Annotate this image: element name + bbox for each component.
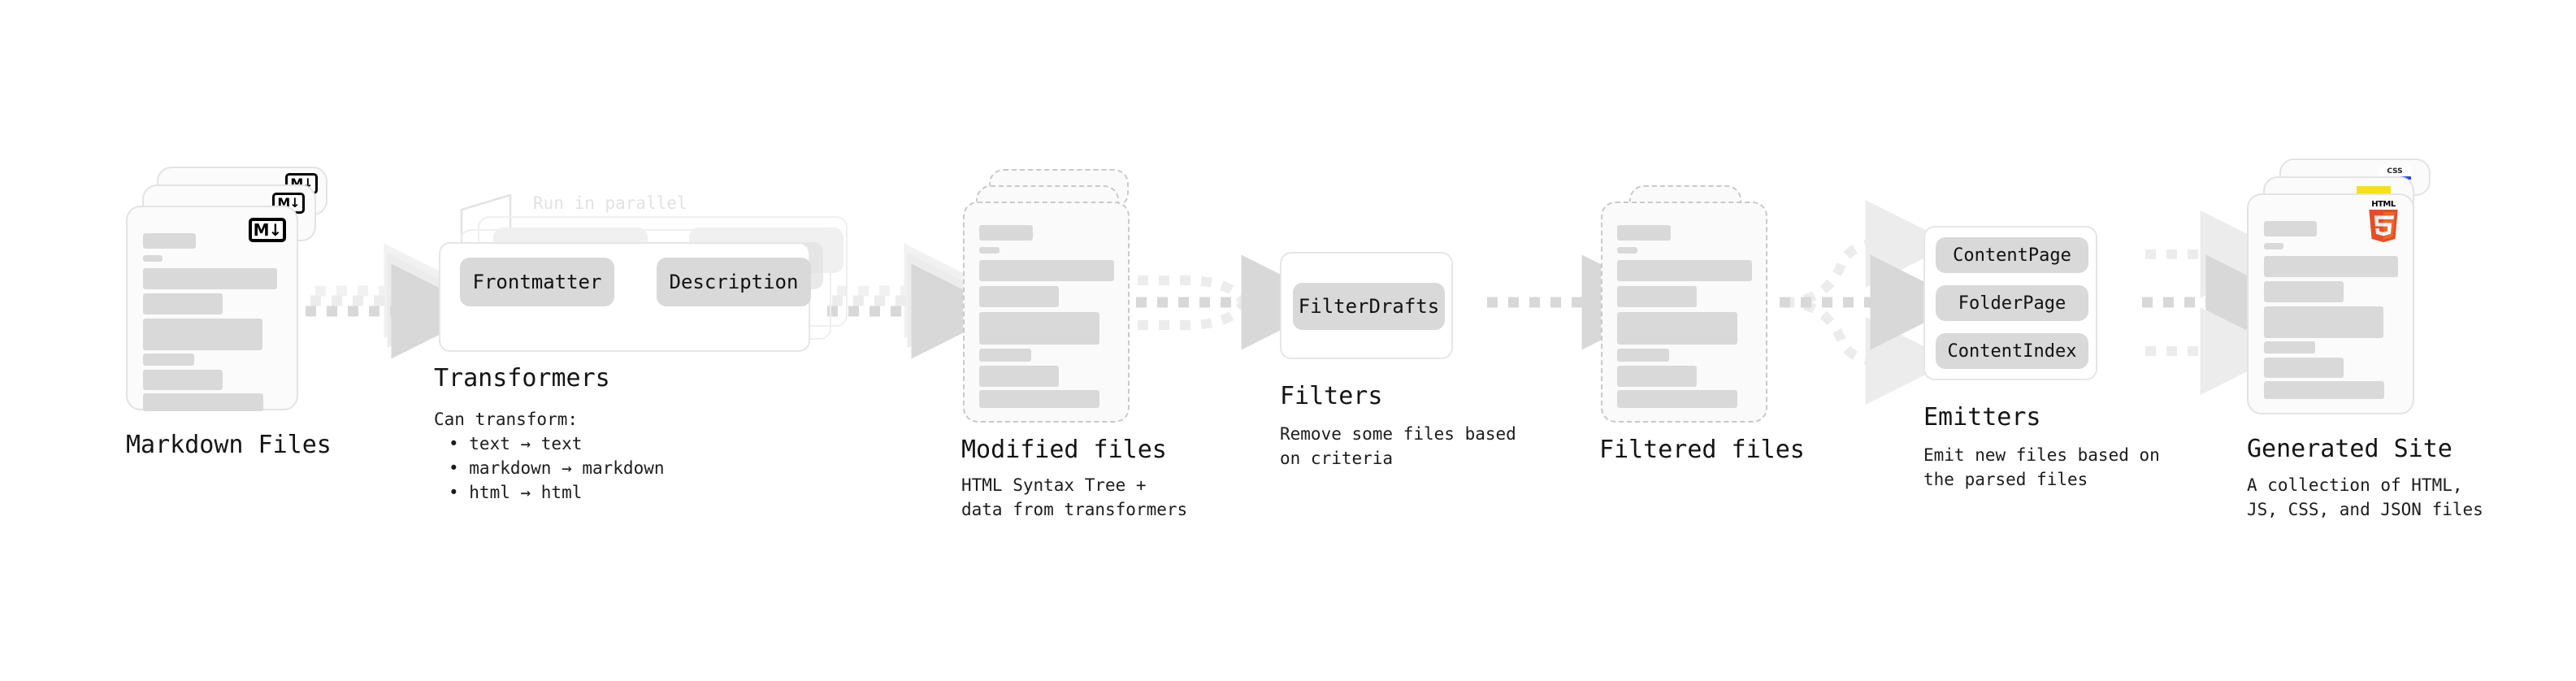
filters-subtitle: Remove some files based on criteria — [1280, 424, 1516, 468]
skeleton-line — [143, 319, 262, 350]
skeleton-line — [979, 366, 1059, 387]
stage-filtered-files: Filtered files — [1599, 169, 1805, 464]
filtered-card-stack — [1601, 169, 1788, 423]
html5-icon-label: HTML — [2371, 200, 2396, 209]
skeleton-line — [143, 370, 223, 390]
skeleton-line — [1617, 312, 1737, 345]
connector-emitters-to-site — [2142, 210, 2301, 395]
transformer-box-front[interactable]: Frontmatter Description — [439, 242, 811, 352]
skeleton-line — [2264, 243, 2283, 249]
modified-files-subtitle: HTML Syntax Tree + data from transformer… — [961, 475, 1188, 519]
filtered-card-front — [1601, 202, 1767, 423]
skeleton-line — [1617, 390, 1737, 408]
skeleton-line — [2264, 306, 2383, 338]
skeleton-line — [2264, 281, 2344, 302]
skeleton-line — [2264, 358, 2344, 378]
skeleton-line — [143, 293, 223, 314]
transformer-pill-description[interactable]: Description — [657, 258, 811, 306]
skeleton-line — [143, 268, 277, 289]
stage-markdown-files: M↓ M↓ M↓ Markdown Files — [126, 167, 332, 459]
skeleton-line — [143, 393, 263, 411]
skeleton-line — [143, 233, 196, 249]
connector-filtered-to-emitters — [1780, 200, 1966, 405]
skeleton-line — [1617, 260, 1752, 281]
generated-site-subtitle: A collection of HTML, JS, CSS, and JSON … — [2247, 475, 2483, 519]
skeleton-line — [2264, 221, 2317, 236]
site-card-front: HTML — [2247, 193, 2414, 414]
site-card-stack: CSS HTML — [2247, 158, 2458, 414]
markdown-card-front: M↓ — [126, 206, 298, 411]
skeleton-line — [143, 255, 163, 262]
stage-title-filtered-files: Filtered files — [1599, 436, 1805, 464]
modified-card-stack — [963, 169, 1150, 423]
transformer-pill-frontmatter[interactable]: Frontmatter — [460, 258, 614, 306]
transformers-bullet-markdown: • markdown → markdown — [449, 458, 665, 478]
stage-title-modified-files: Modified files — [961, 436, 1167, 464]
emitters-box[interactable]: ContentPage FolderPage ContentIndex — [1923, 226, 2097, 380]
markdown-icon: M↓ — [249, 218, 286, 242]
emitters-subtitle: Emit new files based on the parsed files — [1923, 445, 2160, 489]
skeleton-line — [979, 225, 1033, 241]
connector-modified-to-filters — [1136, 254, 1337, 350]
skeleton-line — [979, 247, 1000, 254]
stage-title-generated-site: Generated Site — [2247, 435, 2452, 463]
stage-title-emitters: Emitters — [1923, 403, 2041, 432]
skeleton-line — [2264, 341, 2315, 354]
emitter-pill-contentpage[interactable]: ContentPage — [1936, 237, 2088, 273]
skeleton-line — [979, 260, 1114, 281]
markdown-card-stack: M↓ M↓ M↓ — [126, 167, 329, 411]
skeleton-line — [979, 286, 1059, 307]
skeleton-line — [1617, 349, 1669, 362]
html5-shield — [2369, 210, 2398, 242]
modified-card-front — [963, 202, 1130, 423]
stage-title-markdown-files: Markdown Files — [126, 431, 332, 459]
transformers-subtitle: Can transform: — [434, 410, 579, 429]
filter-pill-filterdrafts[interactable]: FilterDrafts — [1293, 283, 1445, 330]
skeleton-line — [2264, 256, 2398, 277]
stage-title-transformers: Transformers — [434, 364, 610, 393]
skeleton-line — [1617, 247, 1637, 254]
emitter-pill-contentindex[interactable]: ContentIndex — [1936, 333, 2088, 369]
skeleton-line — [979, 349, 1031, 362]
skeleton-line — [979, 390, 1099, 408]
skeleton-line — [2264, 381, 2384, 399]
stage-generated-site: CSS HTML — [2247, 158, 2483, 519]
filters-box[interactable]: FilterDrafts — [1280, 252, 1453, 359]
emitter-pill-folderpage[interactable]: FolderPage — [1936, 285, 2088, 321]
html5-icon: HTML — [2366, 200, 2401, 242]
skeleton-line — [143, 354, 194, 366]
skeleton-line — [1617, 286, 1697, 307]
skeleton-line — [1617, 366, 1697, 387]
skeleton-line — [979, 312, 1099, 345]
transformers-bullet-html: • html → html — [449, 483, 583, 502]
skeleton-line — [1617, 225, 1671, 241]
stage-title-filters: Filters — [1280, 382, 1383, 410]
stage-modified-files: Modified files HTML Syntax Tree + data f… — [961, 169, 1187, 519]
run-in-parallel-note: Run in parallel — [533, 193, 687, 213]
transformers-bullet-text: • text → text — [449, 434, 583, 453]
